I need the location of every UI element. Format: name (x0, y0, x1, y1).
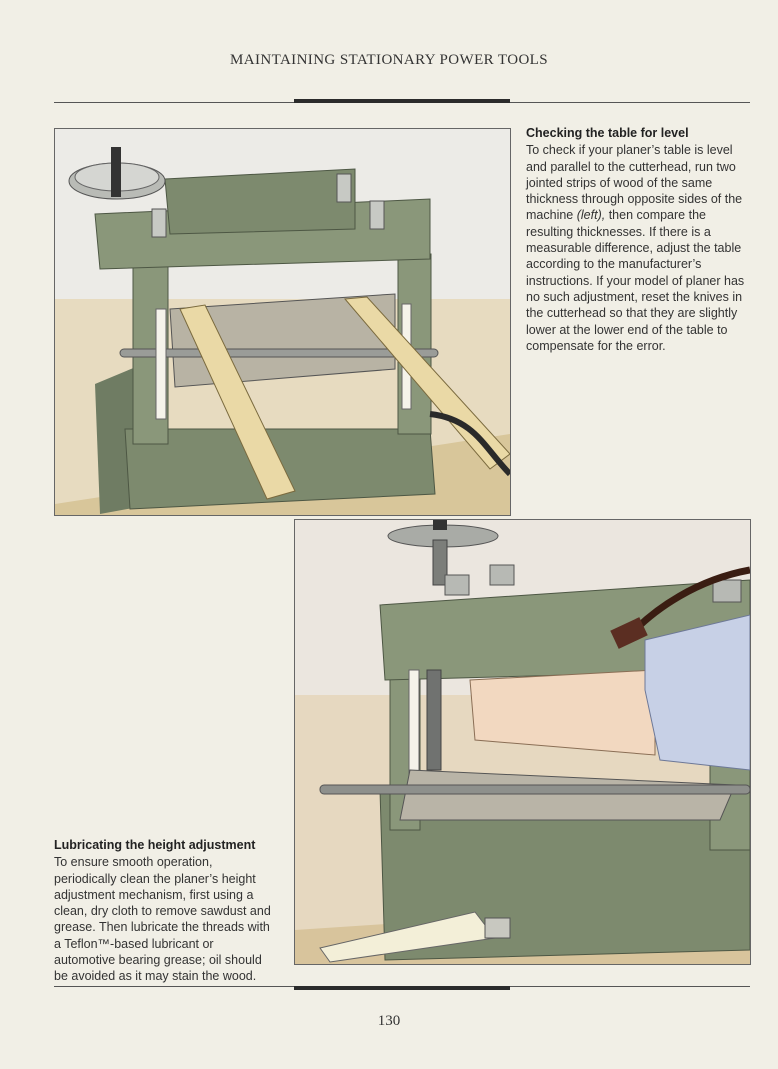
figure-planer-lubrication (294, 519, 751, 965)
figure-planer-level-check (54, 128, 511, 516)
header-rule-accent (294, 99, 510, 103)
caption-level-body-pre: To check if your planer’s table is level… (526, 143, 743, 223)
caption-level-body-post: then compare the resulting thicknesses. … (526, 208, 745, 353)
caption-lubricate-body: To ensure smooth operation, periodically… (54, 855, 271, 984)
caption-level-body: To check if your planer’s table is level… (526, 142, 750, 354)
caption-level-body-em: (left), (576, 208, 606, 223)
caption-level-check: Checking the table for level To check if… (526, 125, 750, 354)
footer-rule-accent (294, 986, 510, 990)
running-header: MAINTAINING STATIONARY POWER TOOLS (229, 52, 548, 68)
page-number: 130 (377, 1013, 401, 1029)
caption-level-heading: Checking the table for level (526, 126, 689, 140)
caption-lubricate-heading: Lubricating the height adjustment (54, 838, 256, 852)
caption-lubrication: Lubricating the height adjustment To ens… (54, 837, 278, 985)
